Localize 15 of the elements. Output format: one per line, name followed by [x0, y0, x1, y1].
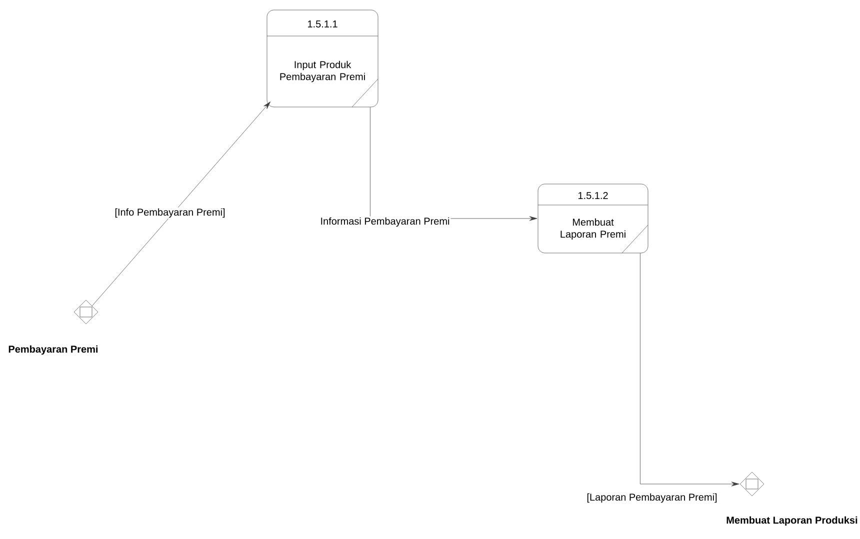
process-name: Membuat Laporan Premi — [560, 218, 626, 240]
edge-label: [Info Pembayaran Premi] — [115, 208, 225, 218]
diamond-symbol — [740, 472, 764, 496]
process-box — [266, 10, 378, 108]
process-number: 1.5.1.1 — [308, 20, 338, 28]
edge-label: [Laporan Pembayaran Premi] — [587, 493, 717, 503]
arrow — [92, 102, 270, 306]
node-label: Membuat Laporan Produksi — [726, 516, 858, 526]
process-name: Input Produk Pembayaran Premi — [280, 60, 365, 82]
node-label: Pembayaran Premi — [8, 345, 98, 355]
diamond-symbol — [74, 300, 98, 324]
arrow — [640, 253, 740, 486]
edge-label: Informasi Pembayaran Premi — [321, 217, 450, 227]
process-box — [538, 184, 648, 254]
process-number: 1.5.1.2 — [578, 192, 608, 200]
